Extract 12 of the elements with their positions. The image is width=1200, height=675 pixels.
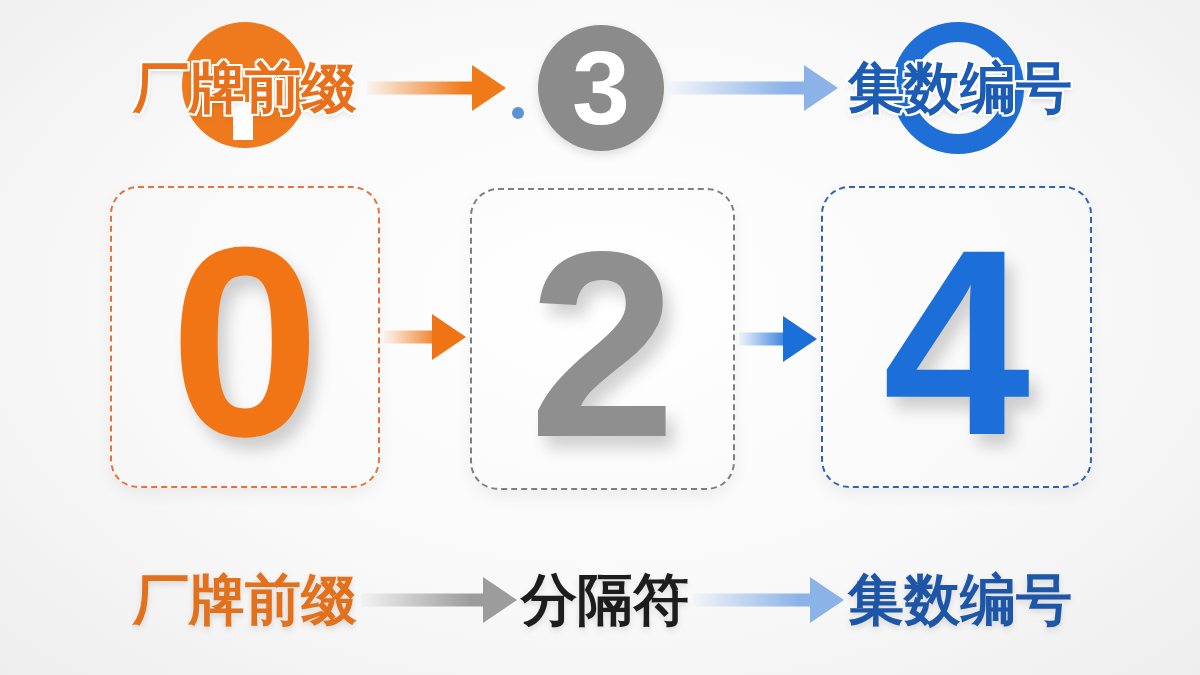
arrow bbox=[367, 65, 506, 111]
label-text: 分隔符 bbox=[521, 567, 689, 633]
arrow bbox=[361, 577, 517, 623]
arrow bbox=[739, 316, 817, 362]
digit-box: 4 bbox=[821, 186, 1092, 488]
digit-box: 2 bbox=[470, 188, 735, 490]
arrow bbox=[668, 65, 838, 111]
label-text: 集数编号 bbox=[848, 567, 1072, 633]
arrow bbox=[693, 577, 844, 623]
digit-box: 0 bbox=[110, 186, 380, 488]
label-text: 厂牌前缀 bbox=[133, 567, 357, 633]
arrow bbox=[384, 314, 466, 360]
